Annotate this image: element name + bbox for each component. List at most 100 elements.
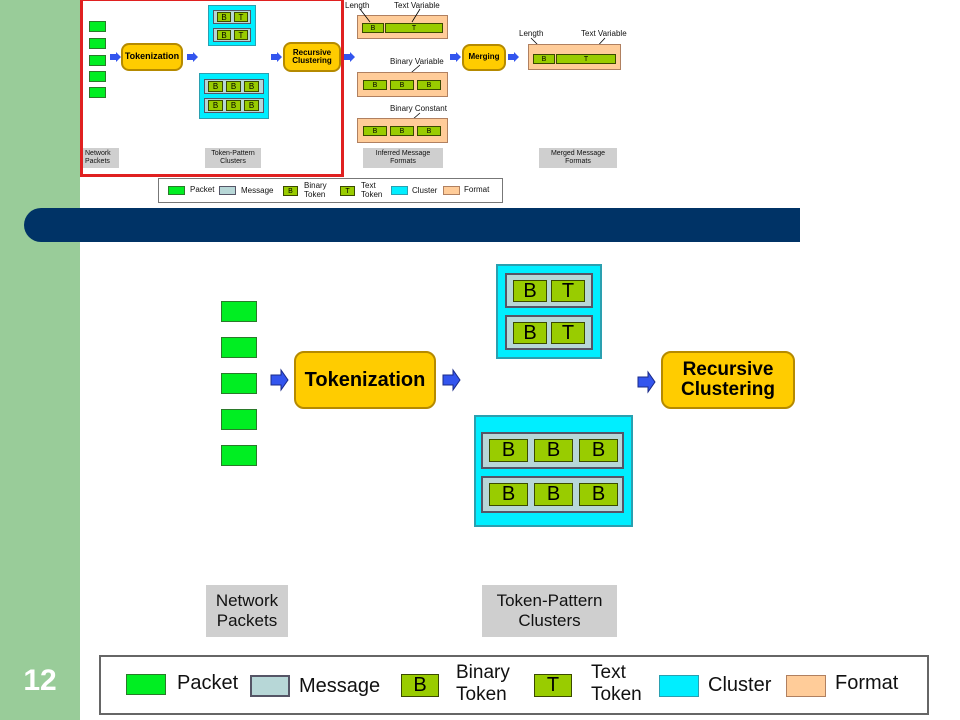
recursive-clustering-label: Recursive Clustering	[681, 359, 775, 400]
message: B T	[505, 315, 593, 350]
arrow-icon	[450, 52, 461, 62]
legend-label: Format	[835, 672, 899, 694]
binary-constant-label: Binary Constant	[390, 104, 447, 113]
caption-text: Token-Pattern Clusters	[496, 591, 603, 630]
tokenization-label: Tokenization	[124, 51, 180, 62]
token-letter: B	[248, 82, 255, 91]
recursive-clustering-box-small: Recursive Clustering	[283, 42, 341, 72]
token-letter: B	[546, 483, 561, 505]
token-letter: B	[370, 24, 376, 32]
highlight-frame	[80, 0, 344, 177]
legend-label: Text Token	[591, 662, 651, 706]
arrow-icon	[270, 368, 289, 392]
legend-label: Message	[299, 675, 381, 697]
binary-token: B	[579, 483, 618, 506]
cluster-swatch	[659, 675, 699, 697]
token-letter: B	[248, 101, 255, 110]
binary-token: B	[417, 80, 441, 90]
cluster-small: B B B B B B	[199, 73, 269, 119]
message-swatch	[250, 675, 290, 697]
legend-label: Binary Token	[456, 662, 520, 706]
legend-label: Cluster	[412, 186, 438, 195]
token-letter: B	[523, 279, 537, 302]
legend-small: Packet Message B Binary Token T Text Tok…	[158, 178, 503, 203]
token-letter: B	[212, 82, 219, 91]
arrow-icon	[271, 52, 282, 62]
packet	[221, 409, 257, 430]
token-letter: T	[561, 321, 575, 344]
caption-text: Network Packets	[215, 591, 279, 630]
token-letter: B	[426, 127, 432, 135]
message: B B B	[204, 98, 264, 113]
token-letter: B	[372, 81, 378, 89]
binary-token-swatch: B	[401, 674, 439, 697]
token-letter: B	[426, 81, 432, 89]
text-variable-label: Text Variable	[581, 29, 627, 38]
arrow-icon	[508, 52, 519, 62]
arrow-icon	[344, 52, 355, 62]
length-label: Length	[519, 29, 544, 38]
message: B T	[213, 28, 251, 42]
token-letter: B	[501, 483, 516, 505]
packet-swatch	[126, 674, 166, 695]
packet	[221, 301, 257, 322]
token-letter: T	[411, 24, 417, 32]
packet	[89, 38, 106, 49]
caption-text: Token-Pattern Clusters	[211, 149, 255, 165]
token-letter: B	[288, 187, 293, 195]
packet	[89, 71, 106, 82]
recursive-clustering-box: Recursive Clustering	[661, 351, 795, 409]
token-letter: B	[541, 55, 547, 63]
binary-token: B	[244, 100, 259, 111]
binary-token-swatch: B	[283, 186, 298, 196]
format: B B B	[357, 118, 448, 143]
binary-token: B	[579, 439, 618, 462]
message: B B B	[204, 79, 264, 94]
binary-token: B	[208, 81, 223, 92]
token-letter: B	[523, 321, 537, 344]
legend-text: Text Token	[361, 181, 383, 199]
packet	[221, 445, 257, 466]
binary-token: B	[362, 23, 384, 33]
merging-label: Merging	[468, 52, 500, 62]
packet	[221, 373, 257, 394]
arrow-icon	[442, 368, 461, 392]
legend-text: Binary Token	[304, 181, 327, 199]
packet-swatch	[168, 186, 185, 195]
cluster-swatch	[391, 186, 408, 195]
binary-token: B	[363, 126, 387, 136]
legend-text: Binary Token	[456, 662, 510, 705]
binary-token: B	[244, 81, 259, 92]
network-packets-caption: Network Packets	[206, 585, 288, 637]
token-letter: B	[212, 101, 219, 110]
arrow-icon	[187, 52, 198, 62]
tokenization-label: Tokenization	[304, 368, 426, 391]
binary-token: B	[390, 126, 414, 136]
inferred-formats-caption: Inferred Message Formats	[363, 148, 443, 168]
legend-label: Format	[464, 185, 490, 194]
token-letter: T	[561, 279, 575, 302]
tokenization-box: Tokenization	[294, 351, 436, 409]
token-letter: B	[399, 81, 405, 89]
network-packets-caption-small: Network Packets	[83, 148, 119, 168]
text-token-swatch: T	[534, 674, 572, 697]
binary-token: B	[534, 483, 573, 506]
binary-token: B	[533, 54, 555, 64]
recursive-clustering-label: Recursive Clustering	[292, 47, 332, 65]
text-variable-label: Text Variable	[394, 1, 440, 10]
token-letter: B	[399, 127, 405, 135]
token-letter: T	[546, 674, 560, 696]
text-token: T	[385, 23, 443, 33]
packet	[221, 337, 257, 358]
packet	[89, 87, 106, 98]
legend-text: Text Token	[591, 662, 642, 705]
arrow-icon	[110, 52, 121, 62]
packet	[89, 55, 106, 66]
token-letter: B	[221, 12, 227, 22]
length-label: Length	[345, 1, 370, 10]
message: B B B	[481, 432, 624, 469]
token-letter: T	[583, 55, 589, 63]
binary-token: B	[513, 322, 547, 344]
token-letter: B	[372, 127, 378, 135]
